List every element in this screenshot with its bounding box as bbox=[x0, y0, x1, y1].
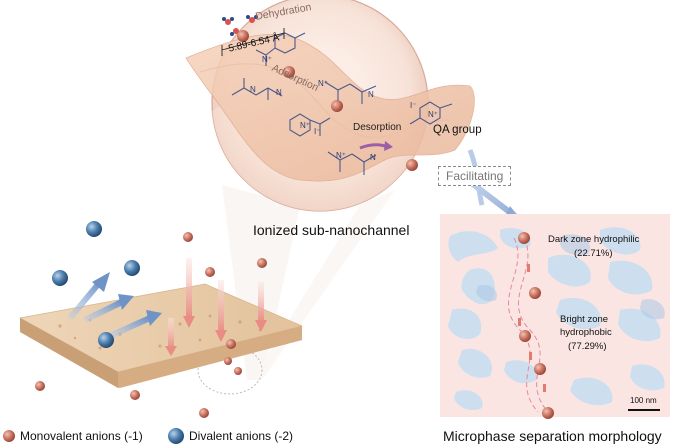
distance-marker bbox=[221, 28, 285, 56]
ion-monovalent bbox=[519, 330, 531, 342]
svg-text:N: N bbox=[250, 85, 256, 94]
legend-divalent-swatch bbox=[168, 428, 184, 444]
ion-monovalent bbox=[234, 367, 242, 375]
facilitating-label: Facilitating bbox=[438, 166, 512, 186]
ion-monovalent bbox=[183, 232, 193, 242]
scale-bar-label: 100 nm bbox=[630, 396, 657, 405]
ion-monovalent bbox=[534, 363, 546, 375]
channel-ions bbox=[237, 30, 418, 171]
svg-text:I⁻: I⁻ bbox=[410, 101, 416, 110]
ion-monovalent bbox=[529, 287, 541, 299]
qa-molecule-4 bbox=[289, 113, 331, 137]
svg-text:I⁻: I⁻ bbox=[314, 127, 320, 136]
qa-molecule-5 bbox=[327, 151, 377, 175]
dark-zone-percent: (22.71%) bbox=[574, 248, 613, 259]
ion-monovalent bbox=[518, 232, 530, 244]
svg-text:N: N bbox=[368, 90, 374, 99]
svg-text:N⁺: N⁺ bbox=[428, 110, 438, 119]
svg-text:N: N bbox=[370, 153, 376, 162]
ion-monovalent bbox=[406, 159, 418, 171]
svg-text:N⁺: N⁺ bbox=[318, 79, 328, 88]
free-ions bbox=[35, 221, 267, 418]
ion-monovalent bbox=[542, 407, 554, 419]
legend-monovalent-label: Monovalent anions (-1) bbox=[20, 429, 143, 443]
desorption-arrow bbox=[359, 143, 386, 150]
qa-molecule-6 bbox=[409, 101, 453, 125]
qa-molecule-1 bbox=[255, 32, 306, 66]
qa-molecule-2 bbox=[231, 78, 283, 100]
svg-text:N⁺: N⁺ bbox=[300, 121, 310, 130]
membrane bbox=[18, 283, 304, 388]
n-plus-marks: N⁺ N N N⁺ N N⁺ I⁻ N⁺ N I⁻ N⁺ bbox=[250, 55, 438, 162]
bright-zone-subtitle: hydrophobic bbox=[560, 327, 612, 338]
qa-group-label: QA group bbox=[433, 124, 482, 136]
ion-monovalent bbox=[130, 390, 140, 400]
svg-text:N⁺: N⁺ bbox=[336, 151, 346, 160]
sub-nanochannel bbox=[185, 33, 475, 182]
bright-zone-percent: (77.29%) bbox=[568, 341, 607, 352]
svg-text:N: N bbox=[276, 88, 282, 97]
morphology-label: Microphase separation morphology bbox=[443, 428, 662, 444]
bright-zone-title: Bright zone bbox=[560, 314, 609, 325]
ion-monovalent bbox=[237, 30, 249, 42]
dark-zone-title: Dark zone hydrophilic bbox=[548, 234, 640, 245]
ion-monovalent bbox=[224, 357, 232, 365]
desorption-label: Desorption bbox=[353, 122, 402, 133]
micrograph-panel bbox=[440, 214, 670, 419]
ion-monovalent bbox=[199, 408, 209, 418]
ion-monovalent bbox=[35, 381, 45, 391]
ion-divalent bbox=[86, 221, 102, 237]
rejection-arrows bbox=[67, 272, 162, 339]
legend-monovalent-swatch bbox=[3, 430, 15, 442]
legend-divalent-label: Divalent anions (-2) bbox=[189, 429, 294, 443]
ion-divalent bbox=[98, 332, 114, 348]
ion-monovalent bbox=[283, 66, 295, 78]
ion-monovalent bbox=[226, 339, 236, 349]
subnanochannel-label: Ionized sub-nanochannel bbox=[253, 222, 410, 238]
qa-molecule-3 bbox=[324, 81, 377, 104]
svg-text:N⁺: N⁺ bbox=[262, 55, 272, 64]
ion-monovalent bbox=[331, 100, 343, 112]
water-molecules bbox=[222, 15, 258, 36]
ion-divalent bbox=[124, 260, 140, 276]
permeation-arrows bbox=[165, 258, 267, 356]
desorption-arrowhead bbox=[384, 141, 393, 151]
ion-monovalent bbox=[257, 258, 267, 268]
ion-monovalent bbox=[205, 267, 215, 277]
ion-divalent bbox=[52, 270, 68, 286]
qa-structures bbox=[231, 32, 453, 175]
